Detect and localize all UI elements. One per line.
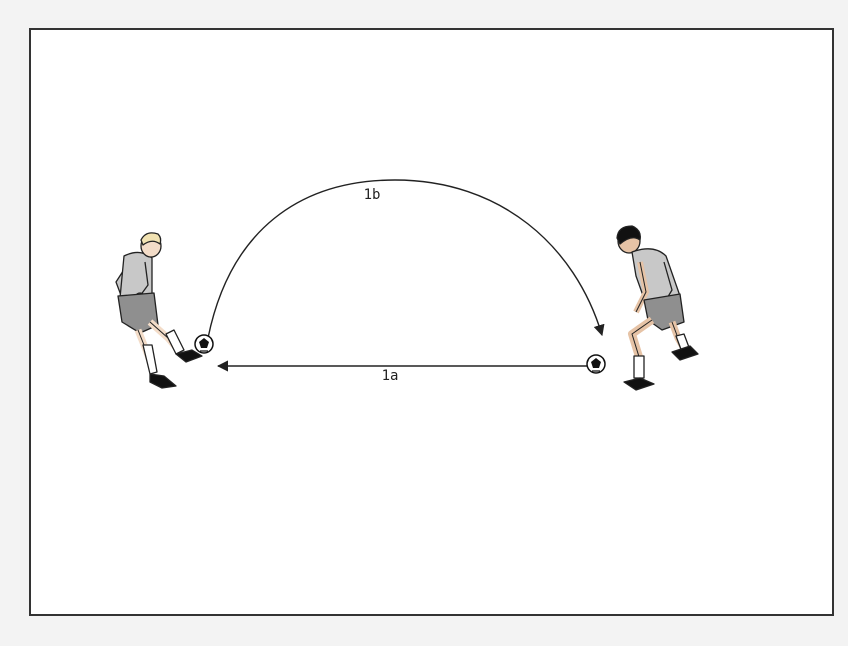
- soccer-ball-icon: [587, 355, 605, 373]
- soccer-ball-icon: [195, 335, 213, 353]
- label-1a: 1a: [382, 368, 399, 384]
- label-1b: 1b: [364, 187, 381, 203]
